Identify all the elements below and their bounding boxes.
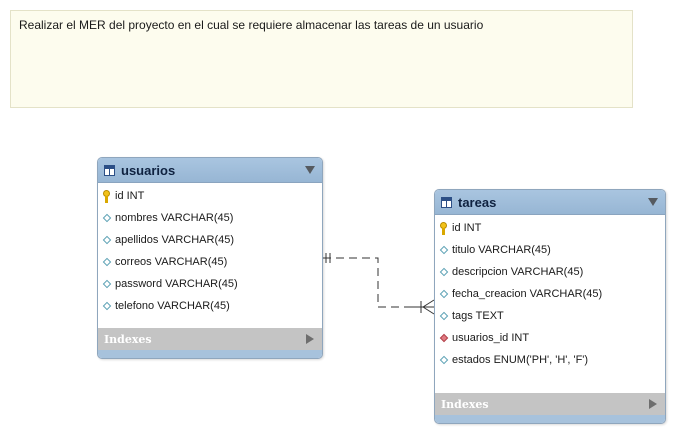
- field-label: password VARCHAR(45): [115, 278, 238, 290]
- field-row[interactable]: password VARCHAR(45): [98, 273, 322, 295]
- expand-arrow-icon[interactable]: [306, 334, 314, 344]
- primary-key-icon: [439, 221, 449, 235]
- indexes-section[interactable]: Indexes: [435, 393, 665, 423]
- column-diamond-icon: [102, 301, 112, 311]
- expand-arrow-icon[interactable]: [649, 399, 657, 409]
- relationship-line: [323, 257, 434, 308]
- column-diamond-icon: [439, 311, 449, 321]
- field-list: id INT titulo VARCHAR(45) descripcion VARC…: [435, 215, 665, 371]
- field-row[interactable]: descripcion VARCHAR(45): [435, 261, 665, 283]
- entity-usuarios[interactable]: usuarios id INT nombres VARCHAR(45) apelli…: [97, 157, 323, 359]
- column-diamond-icon: [439, 289, 449, 299]
- field-label: descripcion VARCHAR(45): [452, 266, 584, 278]
- foreign-key-diamond-icon: [439, 333, 449, 343]
- column-diamond-icon: [102, 235, 112, 245]
- field-label: usuarios_id INT: [452, 332, 530, 344]
- indexes-section[interactable]: Indexes: [98, 328, 322, 358]
- collapse-arrow-icon[interactable]: [305, 166, 315, 174]
- field-list: id INT nombres VARCHAR(45) apellidos VARCH…: [98, 183, 322, 317]
- entity-header[interactable]: usuarios: [98, 158, 322, 183]
- column-diamond-icon: [102, 213, 112, 223]
- field-label: correos VARCHAR(45): [115, 256, 228, 268]
- field-row[interactable]: id INT: [435, 217, 665, 239]
- field-row[interactable]: id INT: [98, 185, 322, 207]
- indexes-label: Indexes: [104, 332, 152, 346]
- field-row[interactable]: correos VARCHAR(45): [98, 251, 322, 273]
- field-label: nombres VARCHAR(45): [115, 212, 234, 224]
- field-label: id INT: [115, 190, 145, 202]
- column-diamond-icon: [439, 267, 449, 277]
- field-row[interactable]: apellidos VARCHAR(45): [98, 229, 322, 251]
- field-row[interactable]: nombres VARCHAR(45): [98, 207, 322, 229]
- field-row[interactable]: usuarios_id INT: [435, 327, 665, 349]
- field-row[interactable]: tags TEXT: [435, 305, 665, 327]
- diagram-note[interactable]: Realizar el MER del proyecto en el cual …: [10, 10, 633, 108]
- entity-title: tareas: [458, 194, 497, 210]
- table-icon: [441, 196, 452, 208]
- note-text: Realizar el MER del proyecto en el cual …: [19, 18, 484, 32]
- indexes-label: Indexes: [441, 397, 489, 411]
- field-row[interactable]: fecha_creacion VARCHAR(45): [435, 283, 665, 305]
- field-row[interactable]: telefono VARCHAR(45): [98, 295, 322, 317]
- column-diamond-icon: [439, 355, 449, 365]
- entity-title: usuarios: [121, 162, 176, 178]
- entity-header[interactable]: tareas: [435, 190, 665, 215]
- field-label: titulo VARCHAR(45): [452, 244, 551, 256]
- many-crowfoot-top: [422, 299, 435, 308]
- many-crowfoot-bottom: [422, 306, 435, 315]
- field-label: apellidos VARCHAR(45): [115, 234, 235, 246]
- column-diamond-icon: [102, 257, 112, 267]
- table-icon: [104, 164, 115, 176]
- field-row[interactable]: titulo VARCHAR(45): [435, 239, 665, 261]
- column-diamond-icon: [439, 245, 449, 255]
- field-label: telefono VARCHAR(45): [115, 300, 230, 312]
- field-label: fecha_creacion VARCHAR(45): [452, 288, 603, 300]
- field-label: id INT: [452, 222, 482, 234]
- column-diamond-icon: [102, 279, 112, 289]
- field-label: tags TEXT: [452, 310, 504, 322]
- field-row[interactable]: estados ENUM('PH', 'H', 'F'): [435, 349, 665, 371]
- collapse-arrow-icon[interactable]: [648, 198, 658, 206]
- field-label: estados ENUM('PH', 'H', 'F'): [452, 354, 589, 366]
- entity-tareas[interactable]: tareas id INT titulo VARCHAR(45) descripci…: [434, 189, 666, 424]
- primary-key-icon: [102, 189, 112, 203]
